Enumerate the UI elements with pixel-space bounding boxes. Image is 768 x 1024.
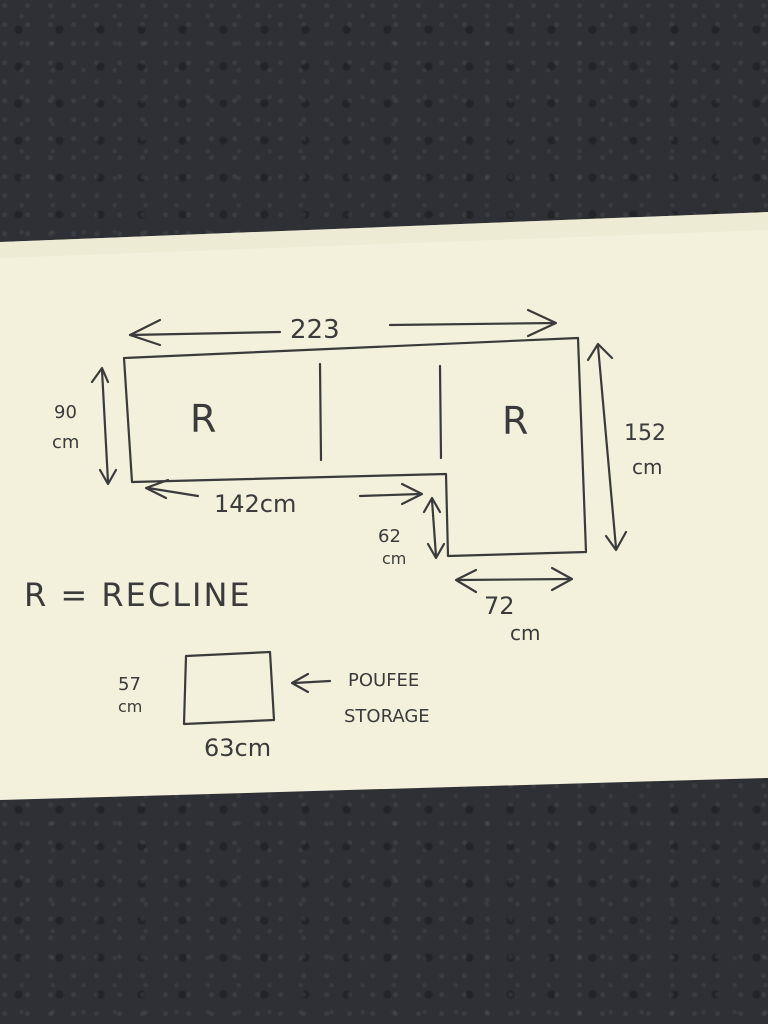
legend-text: R = RECLINE <box>24 576 252 614</box>
table-surface-top <box>0 0 768 260</box>
step-height-unit: cm <box>382 549 406 568</box>
right-width-unit: cm <box>510 621 540 645</box>
right-width-value: 72 <box>484 592 515 620</box>
top-arrow-right <box>388 321 557 327</box>
poufee-label-line1: POUFEE <box>348 670 419 691</box>
poufee-height-unit: cm <box>118 697 142 716</box>
poufee-width-label: 63cm <box>204 734 271 762</box>
step-height-value: 62 <box>378 526 401 547</box>
poufee-box <box>182 650 276 726</box>
left-height-arrow <box>100 368 110 484</box>
top-arrowhead-left <box>128 318 162 347</box>
seat-divider-1 <box>318 362 323 462</box>
poufee-label-line2: STORAGE <box>344 706 430 727</box>
right-width-arrowhead-right <box>550 566 574 592</box>
top-arrow-left <box>128 330 282 337</box>
inner-arrow-right <box>358 492 422 498</box>
right-height-value: 152 <box>624 421 666 446</box>
left-arrowhead-bottom <box>98 468 118 486</box>
seat-divider-2 <box>438 364 443 460</box>
step-height-arrow <box>430 498 438 558</box>
right-arrowhead-bottom <box>604 530 628 552</box>
right-width-arrow <box>456 577 572 582</box>
table-surface-bottom <box>0 780 768 1024</box>
top-width-label: 223 <box>290 315 340 345</box>
inner-arrowhead-right <box>400 482 424 506</box>
left-arrowhead-top <box>90 366 110 384</box>
left-height-value: 90 <box>54 402 77 423</box>
sofa-shape <box>122 336 588 558</box>
sofa-outline <box>90 308 628 726</box>
inner-width-label: 142cm <box>214 490 296 518</box>
inner-arrowhead-left <box>144 478 170 500</box>
left-height-unit: cm <box>52 432 79 453</box>
poufee-height-value: 57 <box>118 674 141 695</box>
seat-right-label: R <box>502 399 528 443</box>
step-arrowhead-top <box>422 496 442 514</box>
top-arrowhead-right <box>526 308 558 338</box>
poufee-arrowhead <box>290 672 310 694</box>
paper-shadow <box>0 212 768 258</box>
poufee-arrow <box>292 679 332 685</box>
seat-left-label: R <box>190 397 216 441</box>
step-arrowhead-bottom <box>426 542 446 560</box>
paper-sheet <box>0 212 768 800</box>
right-height-arrow <box>596 344 618 550</box>
right-height-unit: cm <box>632 455 662 479</box>
inner-arrow-left <box>146 486 200 498</box>
right-width-arrowhead-left <box>454 568 478 594</box>
right-arrowhead-top <box>586 342 614 362</box>
